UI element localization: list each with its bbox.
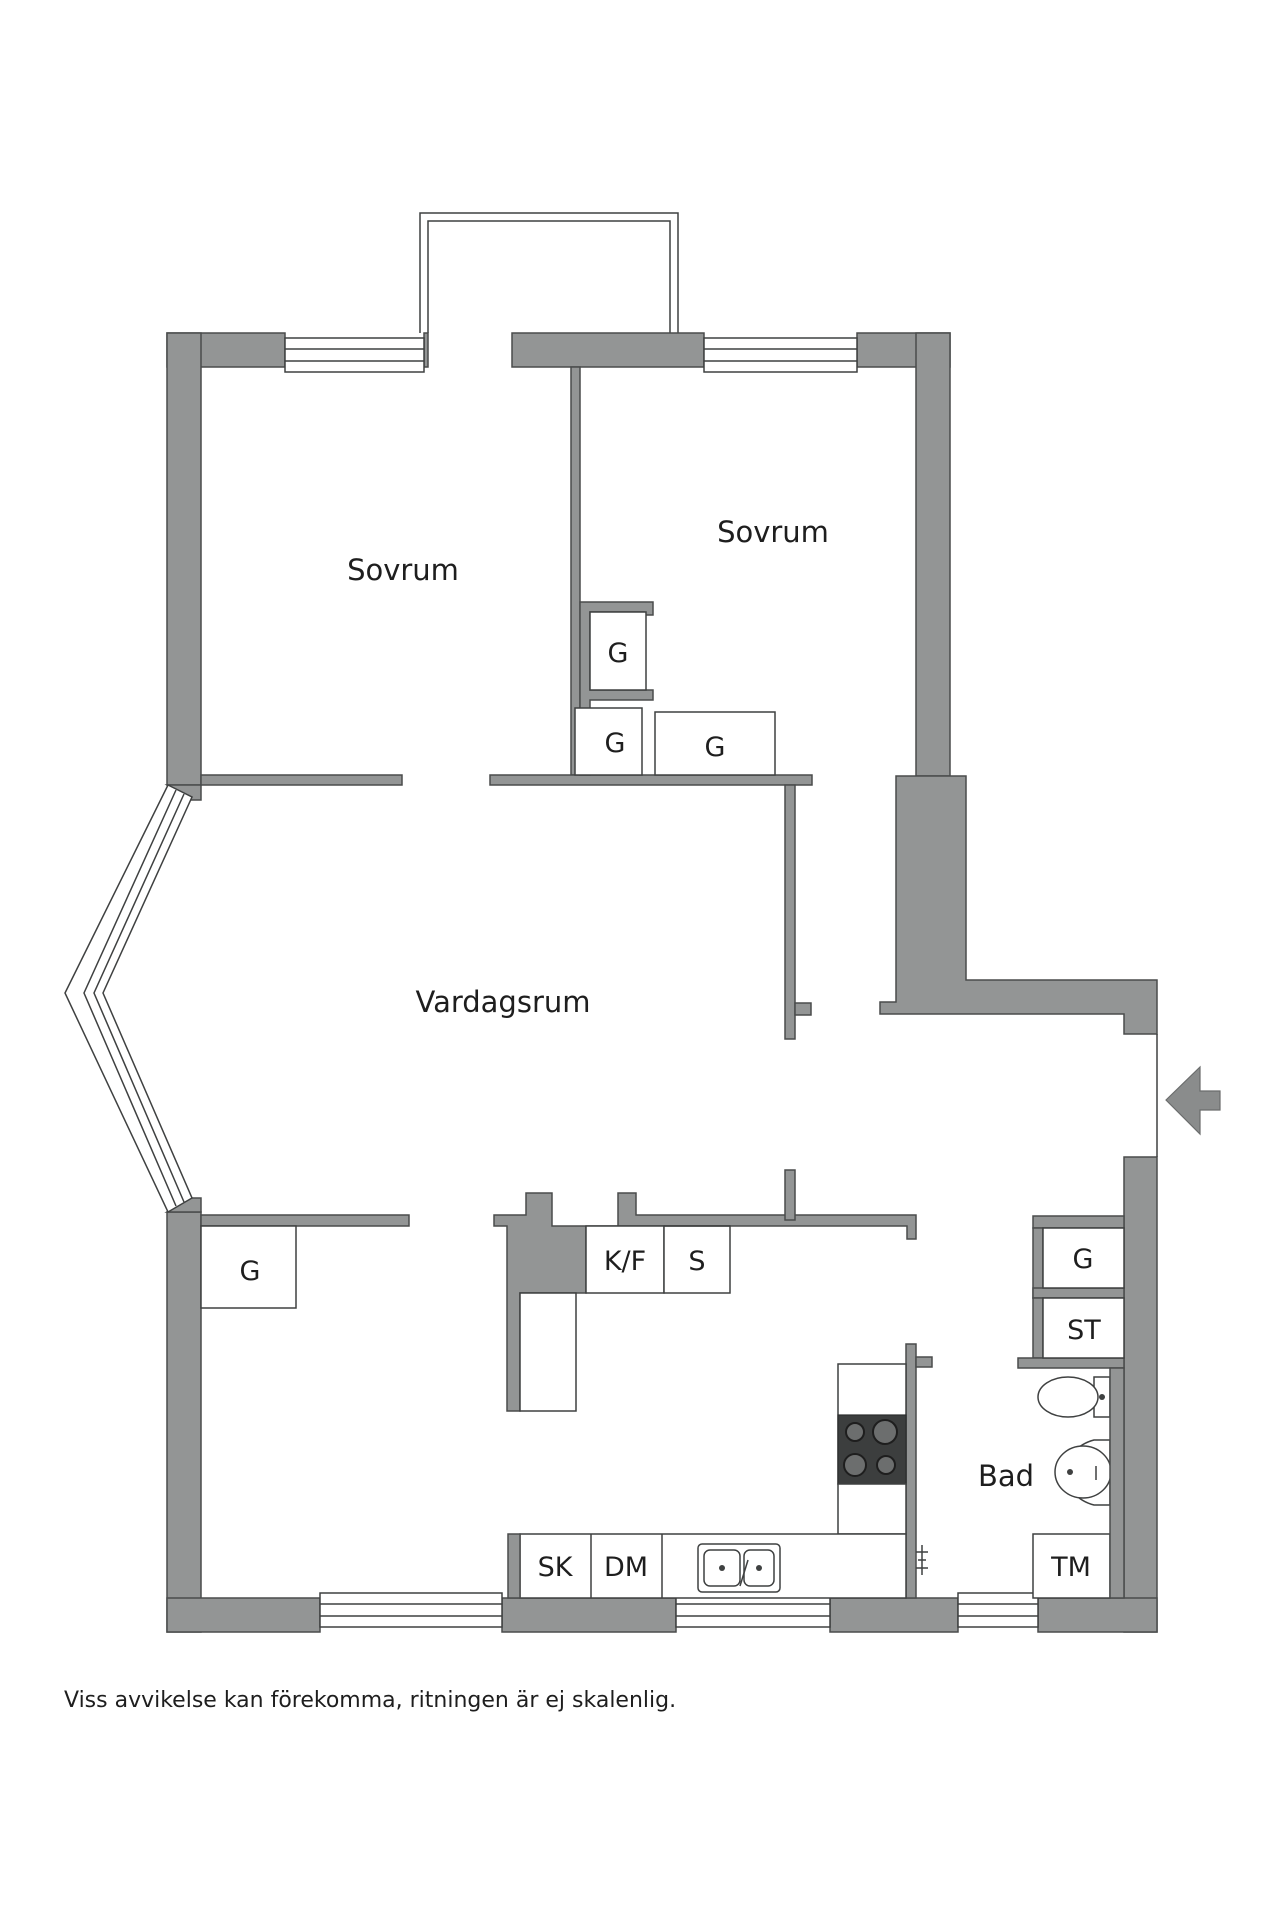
- fixture-label-storage: S: [688, 1246, 705, 1277]
- closet-label-3: G: [705, 732, 726, 763]
- fixture-label-fridge-freezer: K/F: [604, 1246, 646, 1277]
- room-label-bathroom: Bad: [978, 1459, 1034, 1493]
- closets: [200, 611, 1125, 1359]
- entrance: [1156, 1034, 1221, 1157]
- closet-label-2: G: [605, 728, 626, 759]
- kitchen: [507, 1225, 907, 1599]
- closet-label-4: G: [240, 1256, 261, 1287]
- entrance-arrow-icon: [1165, 1065, 1221, 1136]
- kitchen-island-counter: [519, 1292, 577, 1412]
- window-top-right: [703, 337, 858, 373]
- closet-label-5: G: [1073, 1244, 1094, 1275]
- fixture-label-broom-cabinet: SK: [538, 1552, 574, 1583]
- exterior-walls: [166, 332, 1158, 1633]
- washing-machine: [1032, 1533, 1111, 1599]
- fixture-label-cleaning-cabinet: ST: [1067, 1315, 1101, 1346]
- disclaimer-text: Viss avvikelse kan förekomma, ritningen …: [64, 1688, 677, 1713]
- sink-icon: [697, 1543, 781, 1593]
- fixture-label-dishwasher: DM: [604, 1552, 648, 1583]
- room-label-bedroom-right: Sovrum: [717, 515, 829, 549]
- room-label-living-room: Vardagsrum: [415, 985, 590, 1019]
- bathroom: [916, 1367, 1125, 1599]
- window-bottom-3: [957, 1592, 1039, 1628]
- room-label-bedroom-left: Sovrum: [347, 553, 459, 587]
- washbasin-icon: [1054, 1439, 1112, 1506]
- window-bottom-1: [319, 1592, 503, 1628]
- room-labels: Sovrum Sovrum Vardagsrum Bad G G G G G K…: [240, 515, 1102, 1583]
- window-top-left: [284, 337, 425, 373]
- storage-cabinet: [663, 1225, 731, 1294]
- stove-icon: [837, 1414, 907, 1485]
- shower-icon: [916, 1545, 928, 1575]
- bay-window: [64, 783, 202, 1214]
- fixture-label-washing-machine: TM: [1050, 1552, 1091, 1583]
- balcony: [419, 212, 679, 333]
- toilet-icon: [1037, 1376, 1111, 1418]
- closet-label-1: G: [608, 638, 629, 669]
- fridge-freezer: [585, 1225, 665, 1294]
